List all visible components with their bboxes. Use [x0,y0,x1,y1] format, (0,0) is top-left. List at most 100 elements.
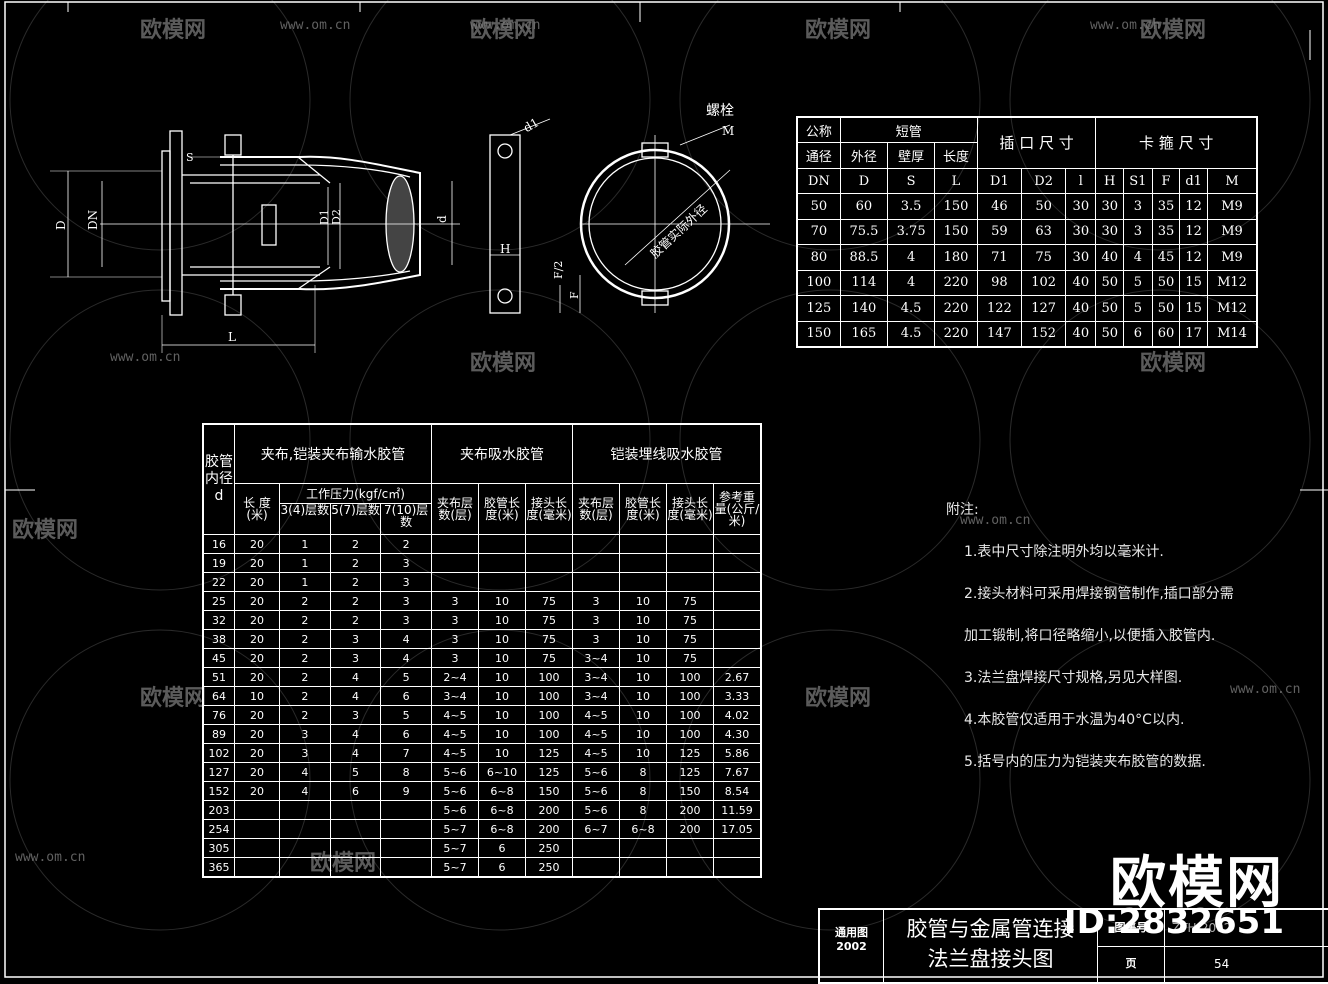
table-cell: 20 [234,534,280,554]
th-inner-diameter: 胶管内径d [202,423,235,535]
table-cell: 3 [329,629,382,649]
table-cell: 10 [619,724,667,744]
table-cell: 100 [666,705,714,725]
watermark-brand: 欧模网 [805,18,872,43]
label-L: L [228,330,236,344]
table-cell: 22 [202,572,235,592]
table-cell: 6 [380,686,432,706]
watermark-url: www.om.cn [1090,18,1161,33]
table-cell: 45 [202,648,235,668]
table-cell: 3~4 [572,648,620,668]
table-cell: 250 [525,838,573,858]
th-pressure: 工作压力(kgf/c㎡) [280,485,431,504]
table-cell: 11.59 [713,800,762,820]
table-cell: M12 [1207,269,1258,297]
table-cell: 9 [380,781,432,801]
atlas-number: ZTH-2002 [1164,910,1328,947]
table-cell: 10 [478,743,526,763]
table-cell: 30 [1065,193,1097,220]
table-cell [713,648,762,668]
table-cell: 4 [380,629,432,649]
table-cell: 19 [202,553,235,573]
table-cell: 3 [431,629,479,649]
table-cell: 2 [279,686,331,706]
table-cell: 254 [202,819,235,839]
std-year: 2002 [836,940,867,953]
th-symbol: l [1065,167,1097,195]
table-cell: 150 [525,781,573,801]
table-cell: 3 [279,724,331,744]
table-cell: 10 [478,705,526,725]
std-label: 通用图 [835,926,868,939]
table-cell: 2 [329,534,382,554]
table-cell [234,838,280,858]
table-cell: 50 [1095,269,1125,297]
table-cell: 12 [1179,244,1209,271]
table-cell: 10 [619,667,667,687]
table-cell: 12 [1179,218,1209,246]
table-cell: 88.5 [839,244,889,271]
table-cell: 6~10 [478,762,526,782]
table-cell: 3~4 [431,686,479,706]
table-cell: 20 [234,591,280,611]
table-cell: 17 [1179,320,1209,348]
label-H: H [500,242,510,256]
th-weight: 参考重量(公斤/米) [713,483,762,535]
table-cell: 5~7 [431,838,479,858]
table-cell: 2 [380,534,432,554]
table-cell: 10 [478,686,526,706]
table-cell: 5~7 [431,819,479,839]
table-cell: 152 [202,781,235,801]
table-cell: 8 [380,762,432,782]
table-cell: 5 [380,667,432,687]
table-cell: 4~5 [572,743,620,763]
table-cell: 140 [839,295,889,322]
table-cell: 5 [380,705,432,725]
hose-spec-table: 胶管内径d 夹布,铠装夹布输水胶管 夹布吸水胶管 铠装埋线吸水胶管 长 度(米)… [202,423,762,878]
watermark-brand: 欧模网 [140,18,207,43]
th-symbol: M [1207,167,1258,195]
table-cell: 3 [380,553,432,573]
table-cell: 59 [976,218,1023,246]
table-cell: 1 [279,534,331,554]
table-cell: 150 [666,781,714,801]
table-cell: 10 [619,591,667,611]
table-cell [666,534,714,554]
table-cell: 100 [525,686,573,706]
table-cell [380,819,432,839]
table-cell: 200 [666,800,714,820]
table-cell [525,572,573,592]
table-cell: 20 [234,667,280,687]
table-cell: 20 [234,724,280,744]
table-cell: 4 [887,244,936,271]
table-cell: M9 [1207,193,1258,220]
table-cell: 40 [1065,269,1097,297]
table-cell: 10 [619,629,667,649]
table-cell [619,857,667,878]
page-label: 页 [1098,946,1165,982]
table-cell: 100 [666,667,714,687]
table-cell [279,800,331,820]
table-cell: 10 [478,610,526,630]
table-cell: 125 [666,762,714,782]
table-cell: 46 [976,193,1023,220]
table-cell: 6 [478,838,526,858]
table-cell: 5 [1123,295,1153,322]
table-cell: 150 [934,218,978,246]
table-cell: 2 [279,610,331,630]
table-cell: 147 [976,320,1023,348]
table-cell [619,553,667,573]
table-cell: 75 [666,648,714,668]
th-symbol: L [934,167,978,195]
watermark-url: www.om.cn [470,18,541,33]
table-cell: 1 [279,553,331,573]
